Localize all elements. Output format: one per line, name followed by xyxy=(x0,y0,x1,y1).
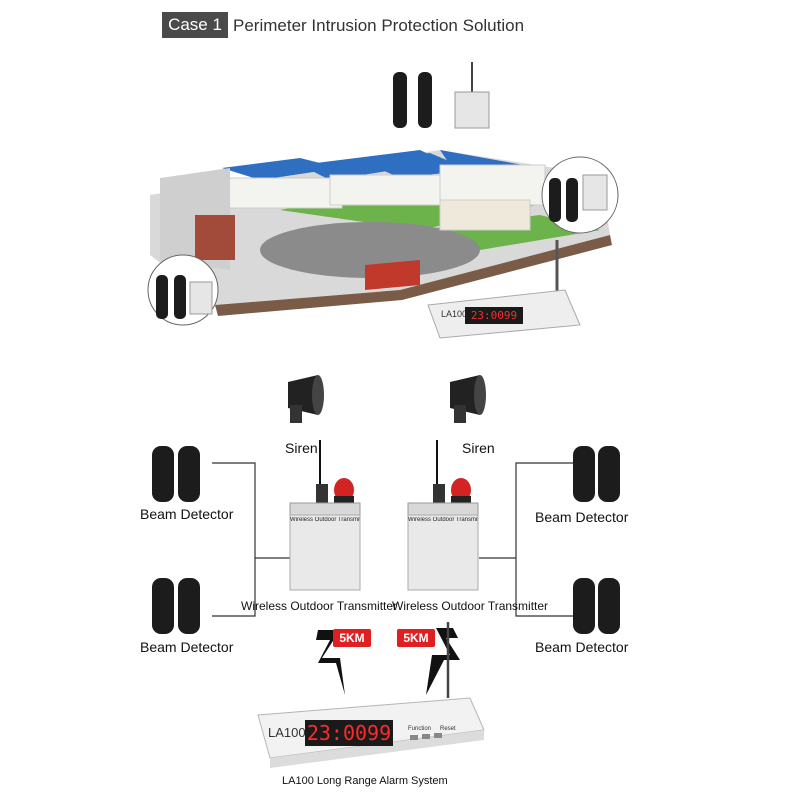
beam-detector-bottom-left-icon xyxy=(152,578,200,634)
beam-detector-bottom-right-icon xyxy=(573,578,620,634)
beam-callout-left xyxy=(147,254,219,326)
siren-right-label: Siren xyxy=(462,440,495,456)
system-diagram xyxy=(152,375,620,768)
beam-detector-pair-icon xyxy=(393,72,432,128)
beam-detector-top-right-label: Beam Detector xyxy=(535,509,629,525)
siren-left-label: Siren xyxy=(285,440,318,456)
console-display: 23:0099 xyxy=(305,720,393,746)
range-badge-right: 5KM xyxy=(397,629,435,647)
beam-detector-top-left-icon xyxy=(152,446,200,502)
page-title: Perimeter Intrusion Protection Solution xyxy=(233,16,525,35)
transmitter-right-icon xyxy=(407,440,479,591)
console-function-label: Function xyxy=(408,726,432,732)
wireless-signal-left-icon xyxy=(316,630,345,695)
transmitter-left-plate: Wireless Outdoor Transmitter xyxy=(290,517,360,523)
transmitter-right-label: Wireless Outdoor Transmitter xyxy=(392,599,549,613)
system-caption: LA100 Long Range Alarm System xyxy=(282,775,448,787)
transmitter-left-label: Wireless Outdoor Transmitter xyxy=(241,599,398,613)
console-reset-label: Reset xyxy=(440,726,456,732)
transmitter-box-icon xyxy=(454,62,490,129)
beam-callout-right xyxy=(541,156,619,234)
beam-detector-bottom-right-label: Beam Detector xyxy=(535,639,629,655)
small-console-display: 23:0099 xyxy=(465,307,523,324)
siren-right-icon xyxy=(450,375,486,423)
factory-scene-illustration xyxy=(147,62,619,339)
transmitter-right-plate: Wireless Outdoor Transmitter xyxy=(408,517,478,523)
range-badge-left: 5KM xyxy=(333,629,371,647)
small-console-brand: LA100 xyxy=(441,309,468,319)
beam-detector-bottom-left-label: Beam Detector xyxy=(140,639,234,655)
beam-detector-top-left-label: Beam Detector xyxy=(140,506,234,522)
beam-detector-top-right-icon xyxy=(573,446,620,502)
case-badge: Case 1 xyxy=(162,12,228,38)
console-brand: LA100 xyxy=(268,725,306,740)
siren-left-icon xyxy=(288,375,324,423)
transmitter-left-icon xyxy=(289,440,361,591)
alarm-console-icon xyxy=(257,622,485,768)
wireless-signal-right-icon xyxy=(426,628,460,695)
